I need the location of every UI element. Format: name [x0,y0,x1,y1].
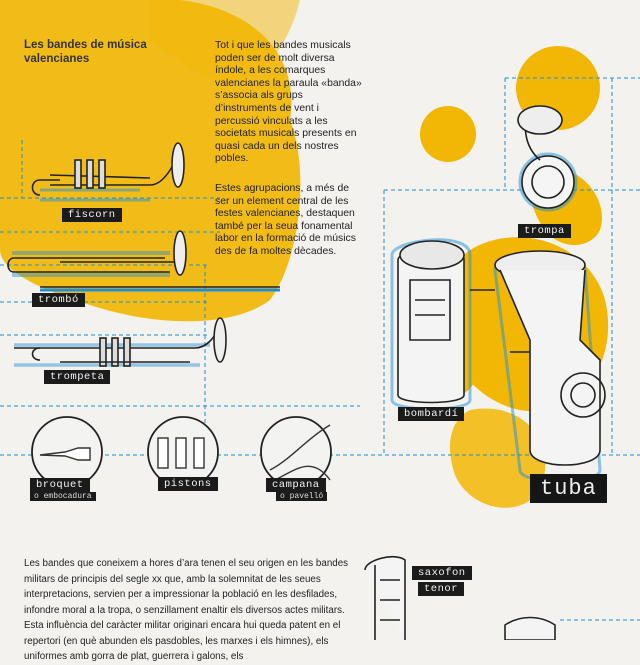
yellow-circle-1 [420,106,476,162]
fiscorn-drawing [31,142,185,202]
label-saxofon-tenor: tenor [418,582,465,596]
saxofon-drawing [364,555,640,640]
label-pistons: pistons [158,477,218,491]
yellow-blob-bottom [450,408,546,508]
label-trombo: trombó [32,293,85,307]
label-bombardi: bombardí [398,407,465,421]
bombardi-drawing [390,238,495,411]
label-fiscorn: fiscorn [62,208,122,222]
label-tuba: tuba [530,474,607,503]
intro-paragraph-1: Tot i que les bandes musicals poden ser … [215,40,362,165]
label-saxofon: saxofon [412,566,472,580]
background-art [0,0,640,640]
label-campana: campana [266,478,326,492]
label-trompeta: trompeta [44,370,111,384]
page-title: Les bandes de música valencianes [24,39,147,65]
label-broquet: broquet [30,478,90,492]
trompeta-drawing [14,317,227,367]
label-campana-sub: o pavelló [276,492,328,501]
trompa-drawing [517,105,578,212]
history-paragraph: Les bandes que coneixem a hores d’ara te… [24,558,349,662]
label-broquet-sub: o embocadura [30,492,96,501]
label-trompa: trompa [518,224,571,238]
intro-paragraph-2: Estes agrupacions, a més de ser un eleme… [215,183,356,257]
yellow-wash [150,0,300,81]
trombo-drawing [7,230,280,292]
guide-lines [0,77,640,456]
